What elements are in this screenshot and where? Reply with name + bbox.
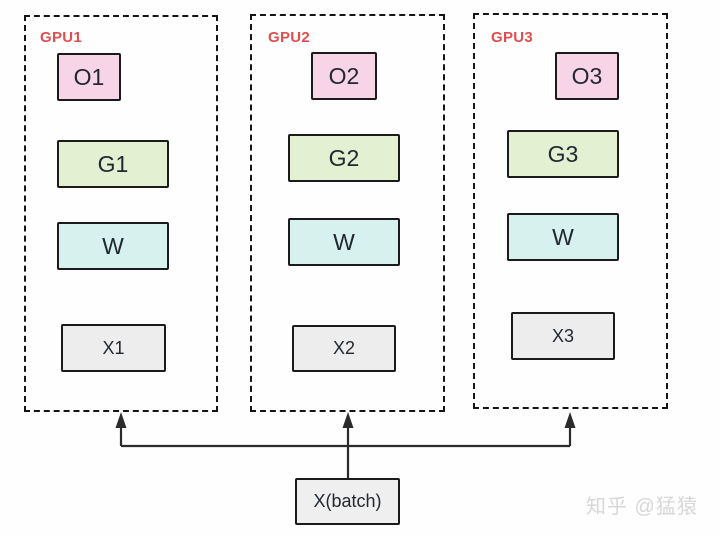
gpu1-weights-box: W <box>57 222 169 270</box>
gpu2-weights-label: W <box>333 228 355 255</box>
gpu1-label: GPU1 <box>40 29 83 46</box>
gpu1-container: GPU1 O1 G1 W X1 <box>24 15 218 412</box>
watermark-text: 知乎 @猛猿 <box>586 496 698 518</box>
gpu2-label: GPU2 <box>268 29 311 46</box>
gpu2-gradient-label: G2 <box>328 144 360 171</box>
gpu2-optimizer-box: O2 <box>311 52 377 100</box>
batch-input-box: X(batch) <box>295 478 400 525</box>
gpu3-gradient-box: G3 <box>507 130 619 178</box>
gpu3-input-box: X3 <box>511 312 615 360</box>
gpu2-optimizer-label: O2 <box>328 62 360 89</box>
gpu1-input-box: X1 <box>61 324 166 372</box>
gpu2-container: GPU2 O2 G2 W X2 <box>250 14 445 412</box>
gpu2-arrowhead <box>342 412 354 428</box>
gpu1-optimizer-label: O1 <box>73 63 105 90</box>
gpu1-gradient-label: G1 <box>97 150 129 177</box>
gpu3-label: GPU3 <box>491 29 534 46</box>
gpu3-weights-label: W <box>552 223 574 250</box>
gpu1-weights-label: W <box>102 232 124 259</box>
batch-input-label: X(batch) <box>313 491 382 511</box>
gpu3-weights-box: W <box>507 213 619 261</box>
gpu1-arrowhead <box>115 412 127 428</box>
gpu2-weights-box: W <box>288 218 400 266</box>
gpu3-optimizer-box: O3 <box>555 52 619 100</box>
gpu2-input-box: X2 <box>292 325 396 372</box>
gpu2-input-label: X2 <box>332 338 356 358</box>
gpu1-input-label: X1 <box>102 337 125 358</box>
gpu3-arrowhead <box>564 412 576 428</box>
gpu3-input-label: X3 <box>551 325 575 346</box>
gpu1-optimizer-box: O1 <box>57 53 121 101</box>
gpu3-optimizer-label: O3 <box>571 62 603 89</box>
gpu2-gradient-box: G2 <box>288 134 400 182</box>
gpu1-gradient-box: G1 <box>57 140 169 188</box>
gpu3-container: GPU3 O3 G3 W X3 <box>473 13 668 409</box>
gpu3-gradient-label: G3 <box>547 140 579 167</box>
